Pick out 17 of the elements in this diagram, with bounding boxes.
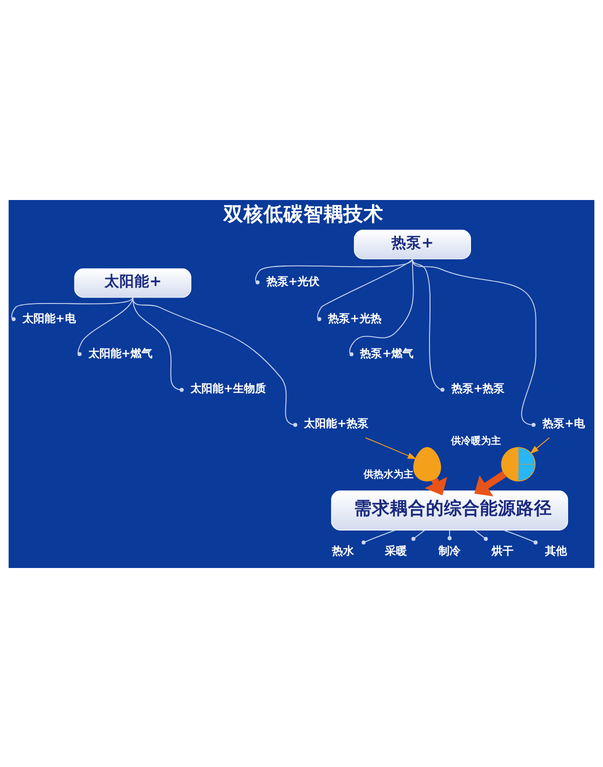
node-text: 制冷 (438, 544, 460, 558)
node-text: 热泵+光热 (328, 311, 382, 324)
node-text: 太阳能+燃气 (88, 346, 153, 360)
node-text: 热泵+燃气 (360, 346, 414, 360)
node-text: 热泵+电 (542, 416, 585, 430)
node-text: 烘干 (492, 544, 514, 558)
node-text: 太阳能+电 (22, 311, 76, 324)
node-text: 太阳能+热泵 (304, 416, 369, 430)
node-text: 采暖 (385, 544, 408, 558)
node-text: 热泵+热泵 (451, 381, 505, 394)
node-text: 其他 (544, 544, 567, 558)
node-label: 供热水为主 (363, 469, 414, 480)
node-text: 热泵+光伏 (266, 274, 320, 288)
diagram-title: 双核低碳智耦技术 (223, 202, 384, 226)
node-label: 供冷暖为主 (451, 436, 502, 447)
node-text: 热水 (332, 544, 354, 558)
node-text: 太阳能+生物质 (190, 381, 266, 394)
